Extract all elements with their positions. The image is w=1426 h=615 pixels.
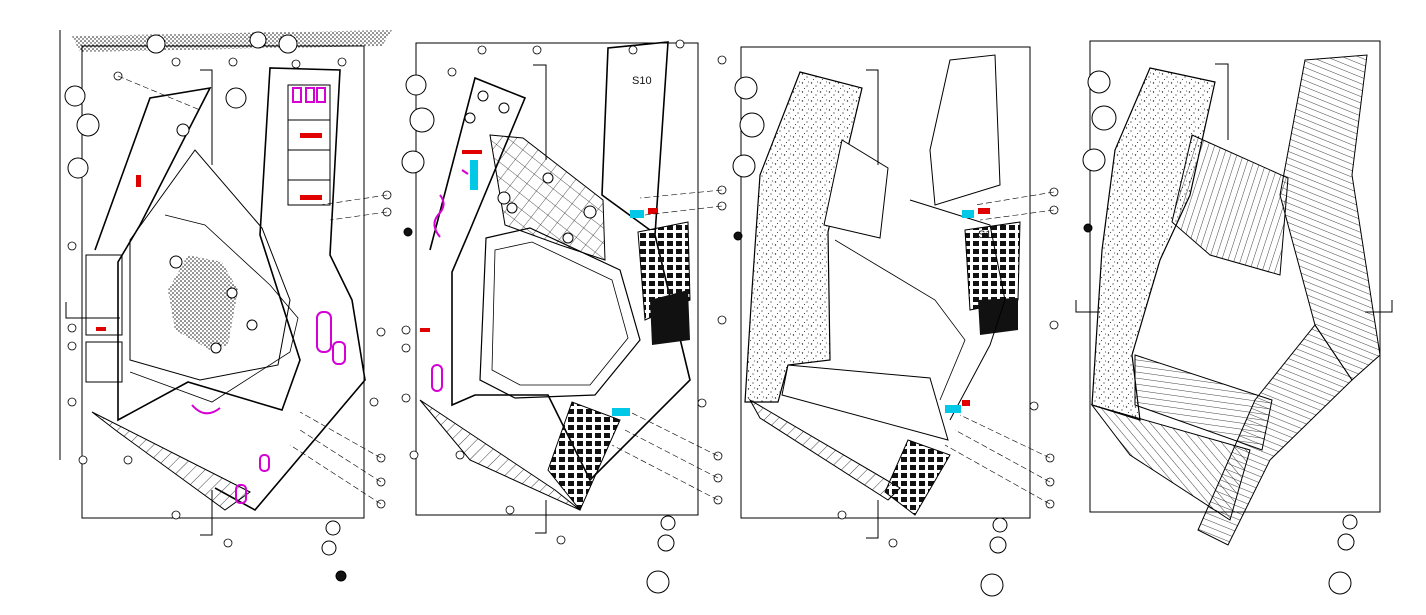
trees	[401, 74, 676, 594]
leader-lines	[944, 191, 1055, 505]
corridor-line	[129, 214, 299, 403]
section-markers	[866, 69, 879, 539]
room-grid	[884, 439, 951, 516]
section-markers	[1075, 63, 1393, 313]
grid-bubbles	[837, 187, 1059, 548]
dark-block	[978, 298, 1018, 335]
accent-marks	[962, 208, 990, 406]
left-rooms	[85, 254, 123, 336]
highlight-marks	[470, 160, 644, 416]
leader-lines	[117, 75, 388, 505]
hatched-area	[419, 399, 581, 511]
trees	[1082, 70, 1358, 595]
accent-marks	[420, 150, 658, 332]
courtyard-inner	[491, 241, 629, 386]
floor-plan-3: S1	[732, 46, 1059, 597]
trees	[64, 31, 347, 582]
room-grid	[547, 401, 621, 511]
highlight-marks	[945, 210, 974, 413]
furniture-group	[191, 87, 346, 504]
plan-label-s10: S10	[632, 75, 652, 87]
vegetation-strip	[72, 30, 392, 52]
building-inner	[129, 149, 291, 381]
roof-plane	[929, 54, 1001, 206]
floor-plan-1	[59, 30, 392, 582]
floor-plan-4	[1075, 40, 1393, 595]
courtyard-trees	[168, 255, 238, 350]
furniture-group	[431, 169, 469, 392]
hatched-area	[1090, 404, 1251, 521]
hatched-area	[748, 398, 901, 501]
section-markers	[533, 64, 547, 534]
crosshatch-roof	[489, 134, 606, 261]
hatched-roof	[1171, 134, 1289, 276]
building-outline	[94, 67, 366, 512]
hatched-area	[91, 411, 251, 511]
sheet-frame	[415, 42, 699, 516]
trees	[732, 76, 1008, 597]
wing-rooms	[287, 84, 331, 206]
plan-label-s1: S1	[978, 229, 991, 241]
section-markers	[65, 69, 213, 536]
leader-lines	[611, 189, 723, 501]
roof-plane	[781, 364, 949, 441]
floor-plan-2: S10	[401, 39, 727, 594]
dark-block	[650, 290, 690, 345]
accent-marks	[96, 133, 322, 331]
courtyard-outline	[479, 227, 641, 399]
hatched-roof	[1279, 54, 1381, 381]
sheet-frame	[740, 46, 1031, 519]
edge-line	[834, 239, 966, 401]
roof-plane	[823, 139, 889, 239]
